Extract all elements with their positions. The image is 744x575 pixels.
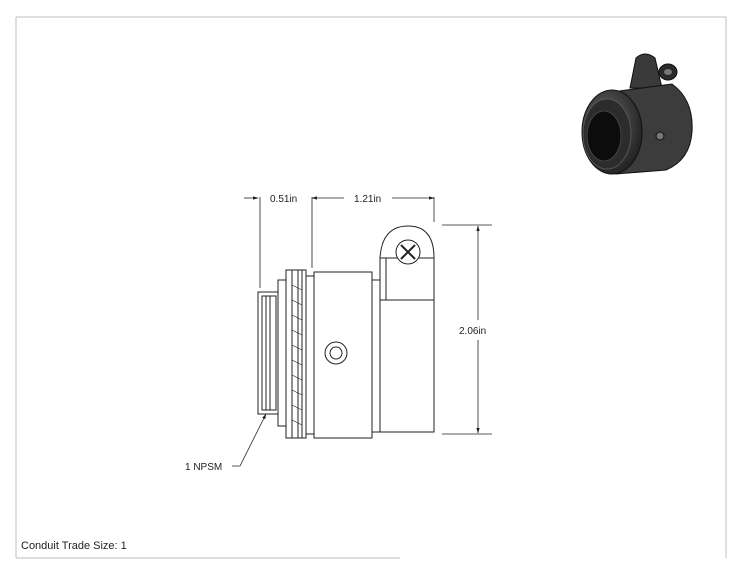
sheet-border bbox=[15, 16, 727, 559]
isometric-view-image bbox=[581, 53, 693, 175]
thread-callout: 1 NPSM bbox=[185, 462, 222, 473]
side-view-outline bbox=[257, 225, 435, 439]
dimension-lines bbox=[232, 196, 492, 467]
hub-length-dimension: 0.51in bbox=[270, 194, 297, 205]
overall-height-dimension: 2.06in bbox=[459, 326, 486, 337]
body-length-dimension: 1.21in bbox=[354, 194, 381, 205]
conduit-trade-size-label: Conduit Trade Size: 1 bbox=[21, 540, 127, 552]
